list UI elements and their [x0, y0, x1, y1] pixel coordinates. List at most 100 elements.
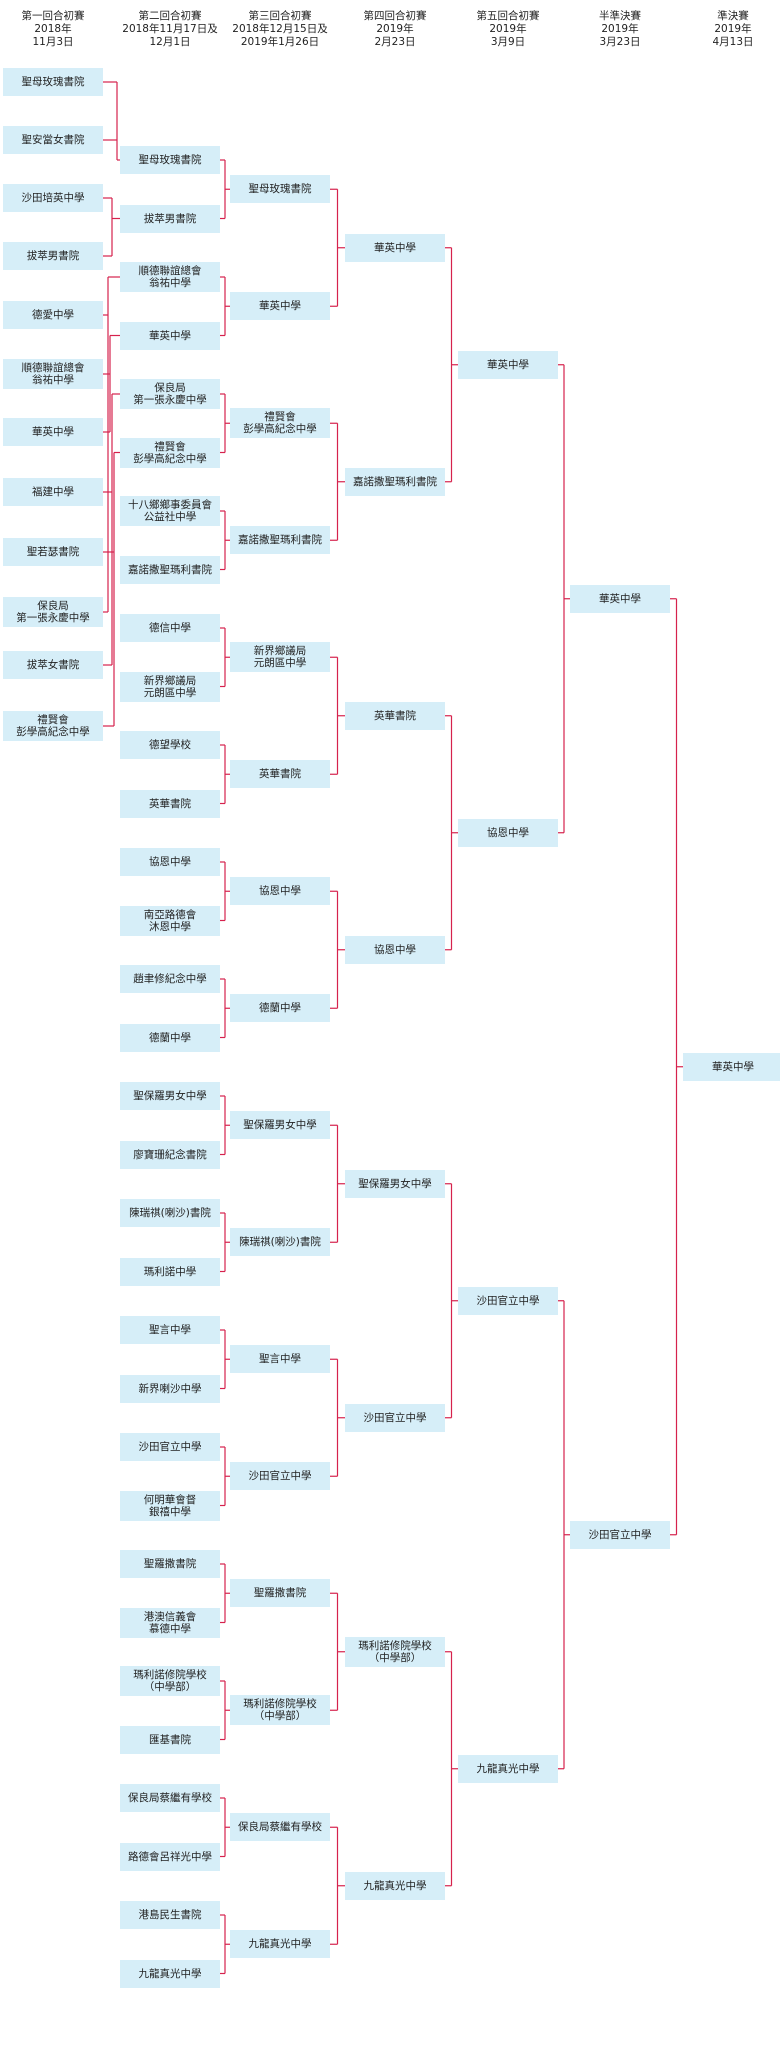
round-header-line: 2019年 [601, 23, 639, 35]
team-name: 聖言中學 [259, 1353, 301, 1366]
round-header-line: 第一回合初賽 [21, 10, 85, 22]
round-header-line: 2018年11月17日及 [122, 23, 218, 35]
team-box: 聖保羅男女中學 [230, 1111, 330, 1140]
team-box: 禮賢會彭學高紀念中學 [230, 408, 330, 439]
team-name: 路德會呂祥光中學 [128, 1850, 212, 1863]
team-name: 趙聿修紀念中學 [133, 973, 207, 985]
team-box: 福建中學 [3, 478, 103, 506]
team-name: 聖若瑟書院 [26, 546, 80, 558]
team-name: 聖母玫瑰書院 [138, 154, 202, 166]
team-box: 聖保羅男女中學 [120, 1082, 220, 1110]
team-name: 第一張永慶中學 [133, 394, 207, 406]
team-name: 協恩中學 [259, 885, 301, 898]
team-box: 陳瑞祺(喇沙)書院 [230, 1228, 330, 1257]
team-name: 公益社中學 [143, 511, 197, 523]
team-name: 沙田官立中學 [138, 1441, 202, 1453]
team-name: （中學部） [368, 1651, 422, 1664]
team-name: 銀禧中學 [149, 1505, 191, 1518]
team-box: 新界喇沙中學 [120, 1374, 220, 1403]
team-name: 德蘭中學 [149, 1031, 191, 1044]
team-box: 保良局第一張永慶中學 [120, 379, 220, 409]
team-name: 沙田官立中學 [248, 1470, 312, 1483]
team-name: 新界鄉議局 [143, 674, 197, 687]
team-name: 瑪利諾中學 [143, 1265, 197, 1278]
team-name: 聖言中學 [149, 1324, 191, 1336]
team-box: 協恩中學 [230, 877, 330, 906]
team-box: 瑪利諾修院學校（中學部） [345, 1636, 445, 1667]
team-name: 華英中學 [32, 426, 74, 438]
team-name: 翁祐中學 [149, 277, 191, 289]
team-name: 德望學校 [149, 739, 191, 751]
round-header-line: 4月13日 [712, 36, 754, 48]
team-name: 禮賢會 [37, 714, 69, 726]
team-box: 拔萃男書院 [120, 204, 220, 233]
team-name: 瑪利諾修院學校 [133, 1669, 207, 1681]
round-header-line: 3月9日 [490, 36, 526, 48]
team-name: 拔萃女書院 [26, 659, 80, 671]
team-name: 陳瑞祺(喇沙)書院 [239, 1236, 321, 1249]
team-name: 協恩中學 [487, 826, 529, 839]
team-name: 聖母玫瑰書院 [248, 183, 312, 196]
team-box: 何明華會督銀禧中學 [120, 1490, 220, 1521]
round-header-line: 準決賽 [717, 10, 749, 22]
team-box: 德蘭中學 [230, 994, 330, 1023]
round-header-line: 第四回合初賽 [363, 10, 427, 22]
team-box: 保良局第一張永慶中學 [3, 597, 103, 627]
team-name: 嘉諾撒聖瑪利書院 [128, 563, 212, 576]
team-box: 聖母玫瑰書院 [230, 175, 330, 204]
team-box: 路德會呂祥光中學 [120, 1842, 220, 1871]
round-header-line: 12月1日 [149, 36, 191, 48]
team-name: （中學部） [143, 1681, 197, 1693]
round-header-line: 2019年 [714, 23, 752, 35]
round-header-line: 2018年12月15日及 [232, 23, 328, 35]
team-box: 德望學校 [120, 731, 220, 759]
team-box: 華英中學 [230, 292, 330, 321]
team-box: 英華書院 [345, 701, 445, 730]
team-name: 華英中學 [374, 241, 416, 254]
team-name: 禮賢會 [154, 440, 186, 453]
team-name: 福建中學 [32, 486, 74, 498]
team-name: 英華書院 [259, 768, 301, 781]
team-box: 九龍真光中學 [458, 1754, 558, 1783]
team-name: 華英中學 [259, 300, 301, 313]
round-header-line: 第三回合初賽 [248, 10, 312, 22]
team-name: 彭學高紀念中學 [133, 452, 207, 465]
team-name: 英華書院 [149, 797, 191, 810]
team-name: 翁祐中學 [32, 374, 74, 386]
team-box: 九龍真光中學 [230, 1930, 330, 1959]
team-name: 保良局蔡繼有學校 [238, 1821, 322, 1834]
team-name: 保良局 [37, 600, 69, 612]
team-box: 華英中學 [458, 350, 558, 379]
team-name: 禮賢會 [264, 411, 296, 424]
team-box: 沙田官立中學 [230, 1462, 330, 1491]
team-name: 彭學高紀念中學 [243, 423, 317, 436]
team-box: 拔萃女書院 [3, 651, 103, 679]
team-name: 拔萃男書院 [26, 250, 80, 262]
team-box: 聖羅撒書院 [120, 1550, 220, 1578]
team-name: 華英中學 [712, 1060, 754, 1073]
team-name: 港島民生書院 [138, 1909, 202, 1921]
team-box: 聖言中學 [120, 1316, 220, 1344]
team-name: 德信中學 [149, 622, 191, 634]
team-box: 嘉諾撒聖瑪利書院 [345, 467, 445, 496]
round-header-line: 2019年1月26日 [240, 36, 320, 48]
team-box: 英華書院 [120, 789, 220, 818]
team-box: 英華書院 [230, 760, 330, 789]
team-name: 沙田官立中學 [476, 1294, 540, 1307]
team-name: 九龍真光中學 [363, 1879, 427, 1892]
team-name: 南亞路德會 [143, 908, 197, 921]
team-box: 沙田官立中學 [570, 1520, 670, 1549]
team-box: 聖若瑟書院 [3, 538, 103, 566]
team-box: 沙田官立中學 [345, 1403, 445, 1432]
team-box: 協恩中學 [345, 935, 445, 964]
team-box: 華英中學 [570, 584, 670, 613]
team-name: 匯基書院 [149, 1733, 191, 1746]
team-box: 新界鄉議局元朗區中學 [120, 671, 220, 702]
team-box: 十八鄉鄉事委員會公益社中學 [120, 496, 220, 526]
team-box: 港澳信義會慕德中學 [120, 1607, 220, 1638]
team-name: 元朗區中學 [143, 686, 197, 699]
